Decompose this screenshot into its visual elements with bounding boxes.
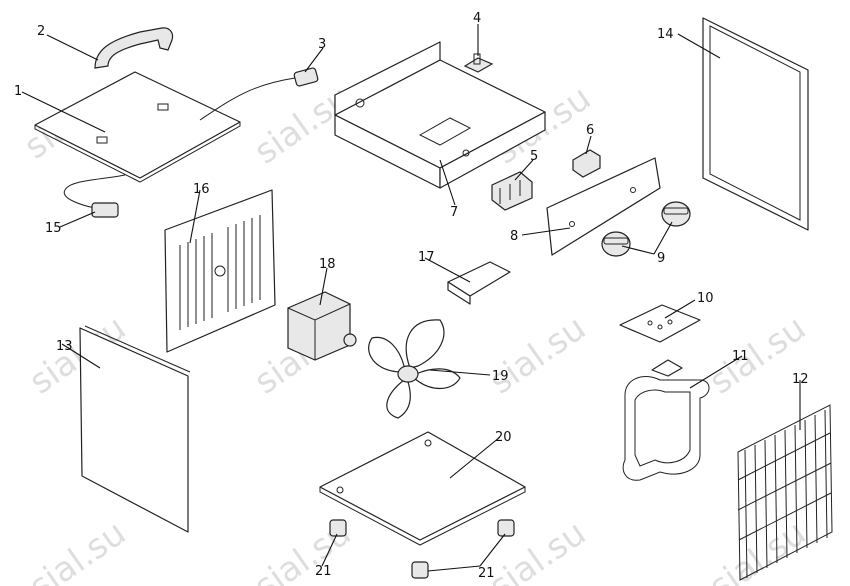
part-power-plug: [63, 174, 126, 218]
part-heating-element: [622, 359, 710, 481]
part-bottom-plate: [319, 431, 526, 546]
part-knobs: [601, 201, 691, 257]
callout-12: 12: [792, 372, 809, 387]
part-terminal-block: [491, 171, 533, 211]
callout-19: 19: [492, 369, 509, 384]
callout-7: 7: [450, 205, 458, 220]
watermark: sial.su: [702, 308, 813, 402]
part-top-cover: [34, 71, 241, 183]
part-feet: [329, 519, 515, 579]
part-side-panel-right: [702, 17, 809, 231]
part-motor-bracket: [447, 261, 511, 305]
part-fan-blade: [368, 319, 461, 419]
callout-8: 8: [510, 229, 518, 244]
callout-16: 16: [193, 182, 210, 197]
watermark: sial.su: [22, 513, 133, 586]
part-bracket-foot: [463, 53, 494, 73]
part-side-panel-left: [79, 325, 191, 533]
callout-11: 11: [732, 349, 749, 364]
part-element-plate: [619, 304, 701, 343]
leader-lines: [21, 24, 801, 572]
callout-9: 9: [657, 251, 665, 266]
callout-17: 17: [418, 250, 435, 265]
part-handle: [94, 27, 174, 69]
callout-4: 4: [473, 11, 481, 26]
callout-15: 15: [45, 221, 62, 236]
callout-21-second: 21: [478, 566, 495, 581]
part-wire-rack: [737, 404, 833, 581]
callout-labels: 1 2 3 4 5 6 7 8 9 10 11 12 13 14 15 16 1…: [14, 11, 809, 581]
callout-14: 14: [657, 27, 674, 42]
part-cable-plug: [199, 67, 319, 121]
callout-1: 1: [14, 84, 22, 99]
callout-3: 3: [318, 37, 326, 52]
callout-5: 5: [530, 149, 538, 164]
callout-20: 20: [495, 430, 512, 445]
callout-2: 2: [37, 24, 45, 39]
watermark: sial.su: [482, 308, 593, 402]
part-fan-grille: [164, 189, 276, 353]
callout-13: 13: [56, 339, 73, 354]
part-clip: [572, 149, 601, 178]
part-base-tray: [334, 41, 546, 189]
part-motor: [287, 291, 357, 361]
callout-21: 21: [315, 564, 332, 579]
callout-18: 18: [319, 257, 336, 272]
callout-6: 6: [586, 123, 594, 138]
part-control-panel: [546, 157, 661, 256]
callout-10: 10: [697, 291, 714, 306]
